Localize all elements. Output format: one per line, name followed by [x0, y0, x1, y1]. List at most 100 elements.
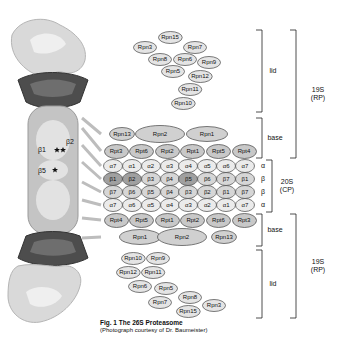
subunit-name: α3	[185, 202, 192, 208]
subunit-name: β4	[166, 189, 173, 195]
subunit-name: Rpn3	[207, 302, 221, 308]
subunit-name: Rpn9	[151, 255, 165, 261]
subunit-name: Rpn10	[124, 255, 142, 261]
subunit-name: α6	[128, 202, 135, 208]
bracket-label: α	[261, 162, 265, 170]
figure-caption: Fig. 1 The 26S Proteasome	[100, 319, 183, 326]
base-highlight	[30, 239, 76, 256]
subunit-ellipse: β7	[216, 172, 236, 186]
subunit-name: Rpn12	[191, 73, 209, 79]
subunit-ellipse: α2	[197, 198, 217, 212]
subunit-name: Rpn1	[200, 131, 214, 137]
subunit-name: β1	[223, 189, 230, 195]
subunit-ellipse: Rpn6	[173, 53, 197, 66]
subunit-ellipse: β1	[235, 172, 255, 186]
core-chamber	[36, 180, 70, 220]
subunit-ellipse: Rpt6	[206, 213, 231, 228]
lid-highlight	[26, 287, 62, 307]
subunit-name: α2	[147, 163, 154, 169]
subunit-ellipse: Rpn15	[158, 31, 183, 44]
subunit-ellipse: Rpn10	[171, 97, 196, 110]
subunit-ellipse: Rpn9	[146, 252, 170, 265]
subunit-name: Rpn1	[133, 234, 147, 240]
subunit-name: α1	[223, 202, 230, 208]
subunit-ellipse: β2	[122, 172, 142, 186]
subunit-name: β7	[223, 176, 230, 182]
subunit-name: Rpn8	[183, 294, 197, 300]
subunit-name: Rpn11	[181, 86, 198, 92]
subunit-name: Rpn7	[188, 44, 202, 50]
subunit-ellipse: Rpn8	[178, 291, 202, 304]
subunit-name: Rpt6	[212, 217, 225, 223]
subunit-name: Rpn9	[202, 59, 216, 65]
subunit-ellipse: Rpn8	[148, 53, 172, 66]
subunit-name: Rpn8	[153, 56, 167, 62]
subunit-ellipse: α7	[235, 159, 255, 173]
subunit-ellipse: Rpn1	[186, 126, 228, 142]
subunit-ellipse: β7	[103, 185, 123, 199]
subunit-ellipse: Rpt3	[104, 144, 129, 159]
subunit-name: Rpt2	[161, 148, 174, 154]
subunit-name: β5	[185, 176, 192, 182]
subunit-ellipse: Rpn2	[135, 125, 185, 143]
subunit-name: Rpn6	[178, 56, 192, 62]
subunit-ellipse: Rpt2	[155, 144, 180, 159]
subunit-name: α5	[147, 202, 154, 208]
subunit-name: α7	[242, 163, 249, 169]
subunit-name: α1	[128, 163, 135, 169]
bracket-label: α	[261, 201, 265, 209]
subunit-name: Rpn11	[144, 269, 161, 275]
subunit-name: α4	[166, 202, 173, 208]
brackets	[256, 30, 296, 318]
subunit-name: α7	[110, 163, 117, 169]
subunit-ellipse: Rpt5	[206, 144, 231, 159]
subunit-name: α3	[166, 163, 173, 169]
lid-highlight	[30, 34, 66, 54]
subunit-name: β5	[147, 189, 154, 195]
subunit-ellipse: α1	[122, 159, 142, 173]
subunit-ellipse: Rpn5	[154, 282, 178, 295]
subunit-name: Rpt4	[238, 148, 251, 154]
subunit-ellipse: Rpn9	[197, 56, 221, 69]
subunit-name: β6	[128, 189, 135, 195]
subunit-name: Rpn5	[159, 285, 173, 291]
subunit-ellipse: Rpn3	[133, 41, 157, 54]
subunit-ellipse: Rpn13	[211, 230, 237, 244]
subunit-name: α5	[204, 163, 211, 169]
subunit-ellipse: Rpn13	[109, 127, 135, 141]
subunit-name: α7	[242, 202, 249, 208]
photo-credit: (Photograph courtesy of Dr. Baumeister)	[100, 327, 207, 334]
subunit-name: Rpt6	[135, 148, 148, 154]
active-site-label: β1	[38, 146, 46, 154]
subunit-ellipse: β1	[216, 185, 236, 199]
base-highlight	[30, 80, 76, 98]
subunit-name: Rpn15	[179, 308, 197, 314]
subunit-name: β1	[242, 176, 249, 182]
subunit-ellipse: α5	[197, 159, 217, 173]
bracket-label: 19S (RP)	[306, 258, 330, 273]
subunit-name: Rpt5	[212, 148, 225, 154]
subunit-ellipse: β5	[178, 172, 198, 186]
core-chamber	[36, 120, 70, 160]
subunit-ellipse: Rpt3	[232, 213, 257, 228]
subunit-ellipse: β5	[141, 185, 161, 199]
subunit-name: β2	[128, 176, 135, 182]
subunit-ellipse: α4	[178, 159, 198, 173]
subunit-ellipse: Rpn15	[176, 305, 201, 318]
bracket-label: base	[267, 226, 282, 234]
subunit-name: Rpt1	[186, 148, 199, 154]
base-density	[18, 73, 88, 109]
subunit-ellipse: Rpn10	[121, 252, 146, 265]
subunit-name: Rpn2	[175, 234, 189, 240]
lid-density	[8, 265, 81, 323]
subunit-name: Rpn13	[113, 131, 131, 137]
subunit-ellipse: Rpn5	[161, 65, 185, 78]
subunit-ellipse: β7	[235, 185, 255, 199]
subunit-ellipse: α3	[160, 159, 180, 173]
subunit-name: Rpn2	[153, 131, 167, 137]
subunit-ellipse: α7	[103, 159, 123, 173]
subunit-name: Rpn13	[215, 234, 233, 240]
subunit-ellipse: α6	[122, 198, 142, 212]
subunit-ellipse: α3	[178, 198, 198, 212]
subunit-ellipse: Rpt1	[180, 144, 205, 159]
